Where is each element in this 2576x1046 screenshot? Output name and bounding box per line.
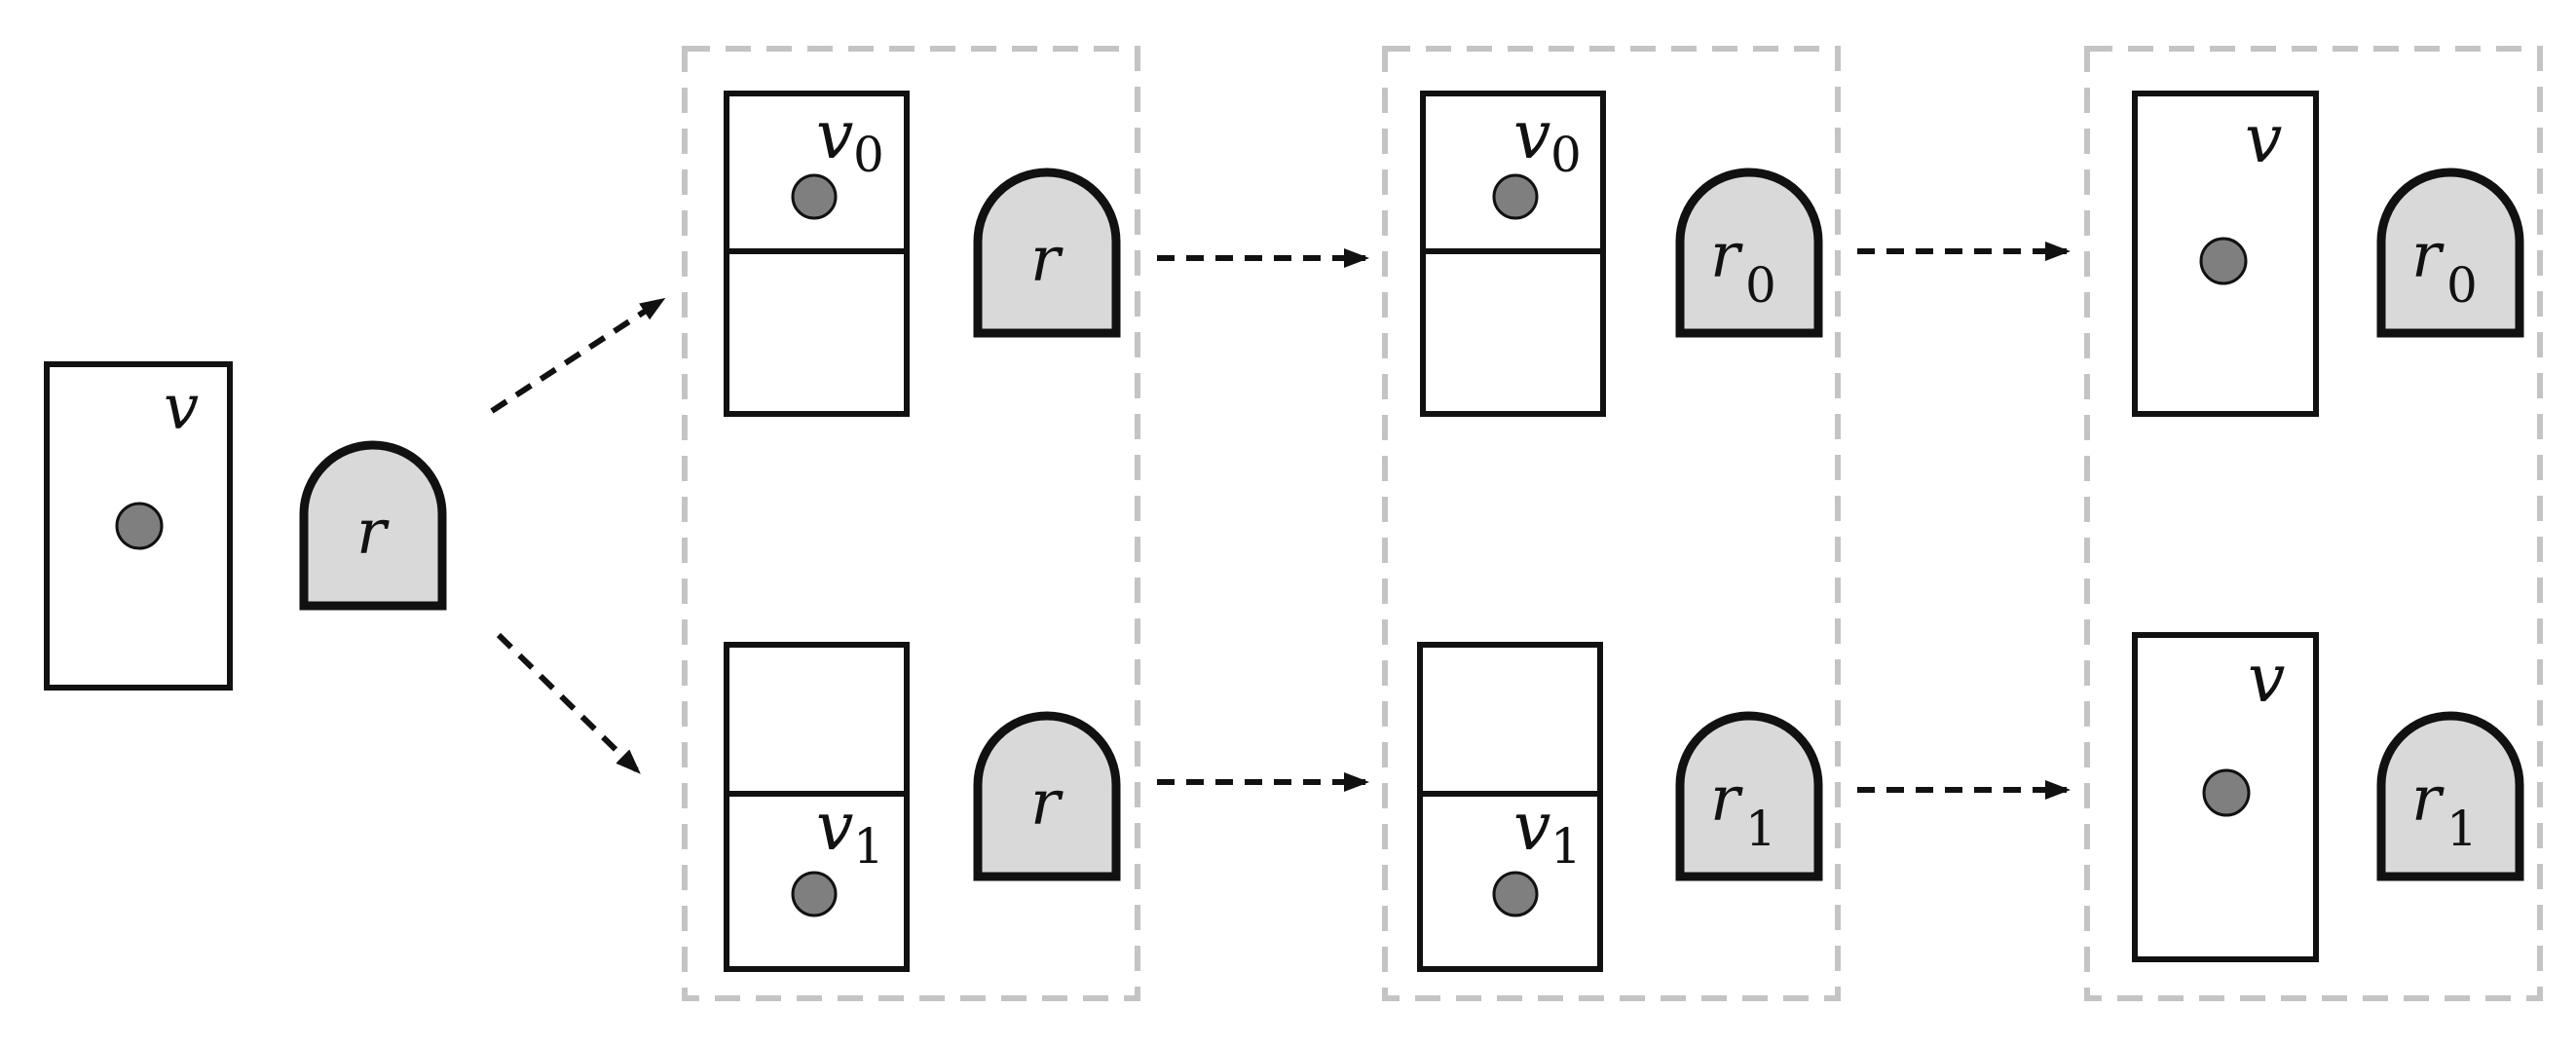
split-bottom-view: v 1	[724, 642, 910, 972]
robot-shape	[2376, 168, 2524, 338]
robot-label: r	[1710, 220, 1743, 292]
group-box-merge	[2084, 46, 2543, 1001]
initial-view: v	[44, 361, 233, 691]
view-subscript: 0	[1550, 127, 1582, 183]
view-label: v	[2248, 641, 2285, 718]
robot-label: r	[2411, 220, 2445, 292]
view-frame	[1417, 642, 1603, 972]
robot-subscript: 0	[1745, 257, 1776, 314]
robot-shape	[299, 440, 447, 611]
robot-subscript: 1	[1745, 801, 1776, 857]
robot-split-top-view: v 0	[1420, 91, 1606, 417]
group-box-robot-split	[1382, 46, 1841, 1001]
merge-bottom-robot: r 1	[2376, 711, 2524, 881]
robot-label: r	[1030, 224, 1064, 296]
view-subscript: 0	[853, 127, 884, 183]
object-dot	[2199, 237, 2248, 285]
split-bottom-robot: r	[973, 711, 1121, 881]
split-top-view: v 0	[724, 91, 910, 417]
merge-bottom-view: v	[2132, 632, 2319, 962]
robot-shape	[973, 711, 1121, 881]
robot-split-bottom-view: v 1	[1417, 642, 1603, 972]
object-dot	[1492, 871, 1539, 917]
arrow-to-bottom-split	[496, 632, 641, 774]
robot-shape	[1675, 168, 1823, 338]
merge-top-view: v	[2132, 91, 2319, 417]
merge-top-robot: r 0	[2376, 168, 2524, 338]
view-label: v	[1513, 97, 1550, 174]
group-box-split	[682, 46, 1140, 1001]
robot-label: r	[1710, 764, 1743, 836]
robot-shape	[973, 168, 1121, 338]
robot-label: r	[356, 497, 390, 569]
view-label: v	[2245, 101, 2282, 178]
object-dot	[2202, 768, 2251, 817]
initial-robot: r	[299, 440, 447, 611]
robot-subscript: 0	[2446, 257, 2478, 314]
robot-label: r	[1030, 767, 1064, 840]
view-label: v	[816, 789, 853, 866]
split-top-robot: r	[973, 168, 1121, 338]
robot-split-top-robot: r 0	[1675, 168, 1823, 338]
object-dot	[1492, 173, 1539, 220]
view-subscript: 1	[853, 818, 884, 875]
view-label: v	[164, 372, 199, 444]
robot-subscript: 1	[2446, 801, 2478, 857]
robot-label: r	[2411, 764, 2445, 836]
view-label: v	[816, 97, 853, 174]
arrow-to-top-split	[490, 297, 666, 414]
object-dot	[791, 871, 838, 917]
object-dot	[791, 173, 838, 220]
robot-shape	[1675, 711, 1823, 881]
view-subscript: 1	[1550, 818, 1582, 875]
view-label: v	[1513, 789, 1550, 866]
robot-shape	[2376, 711, 2524, 881]
object-dot	[115, 502, 164, 550]
robot-split-bottom-robot: r 1	[1675, 711, 1823, 881]
